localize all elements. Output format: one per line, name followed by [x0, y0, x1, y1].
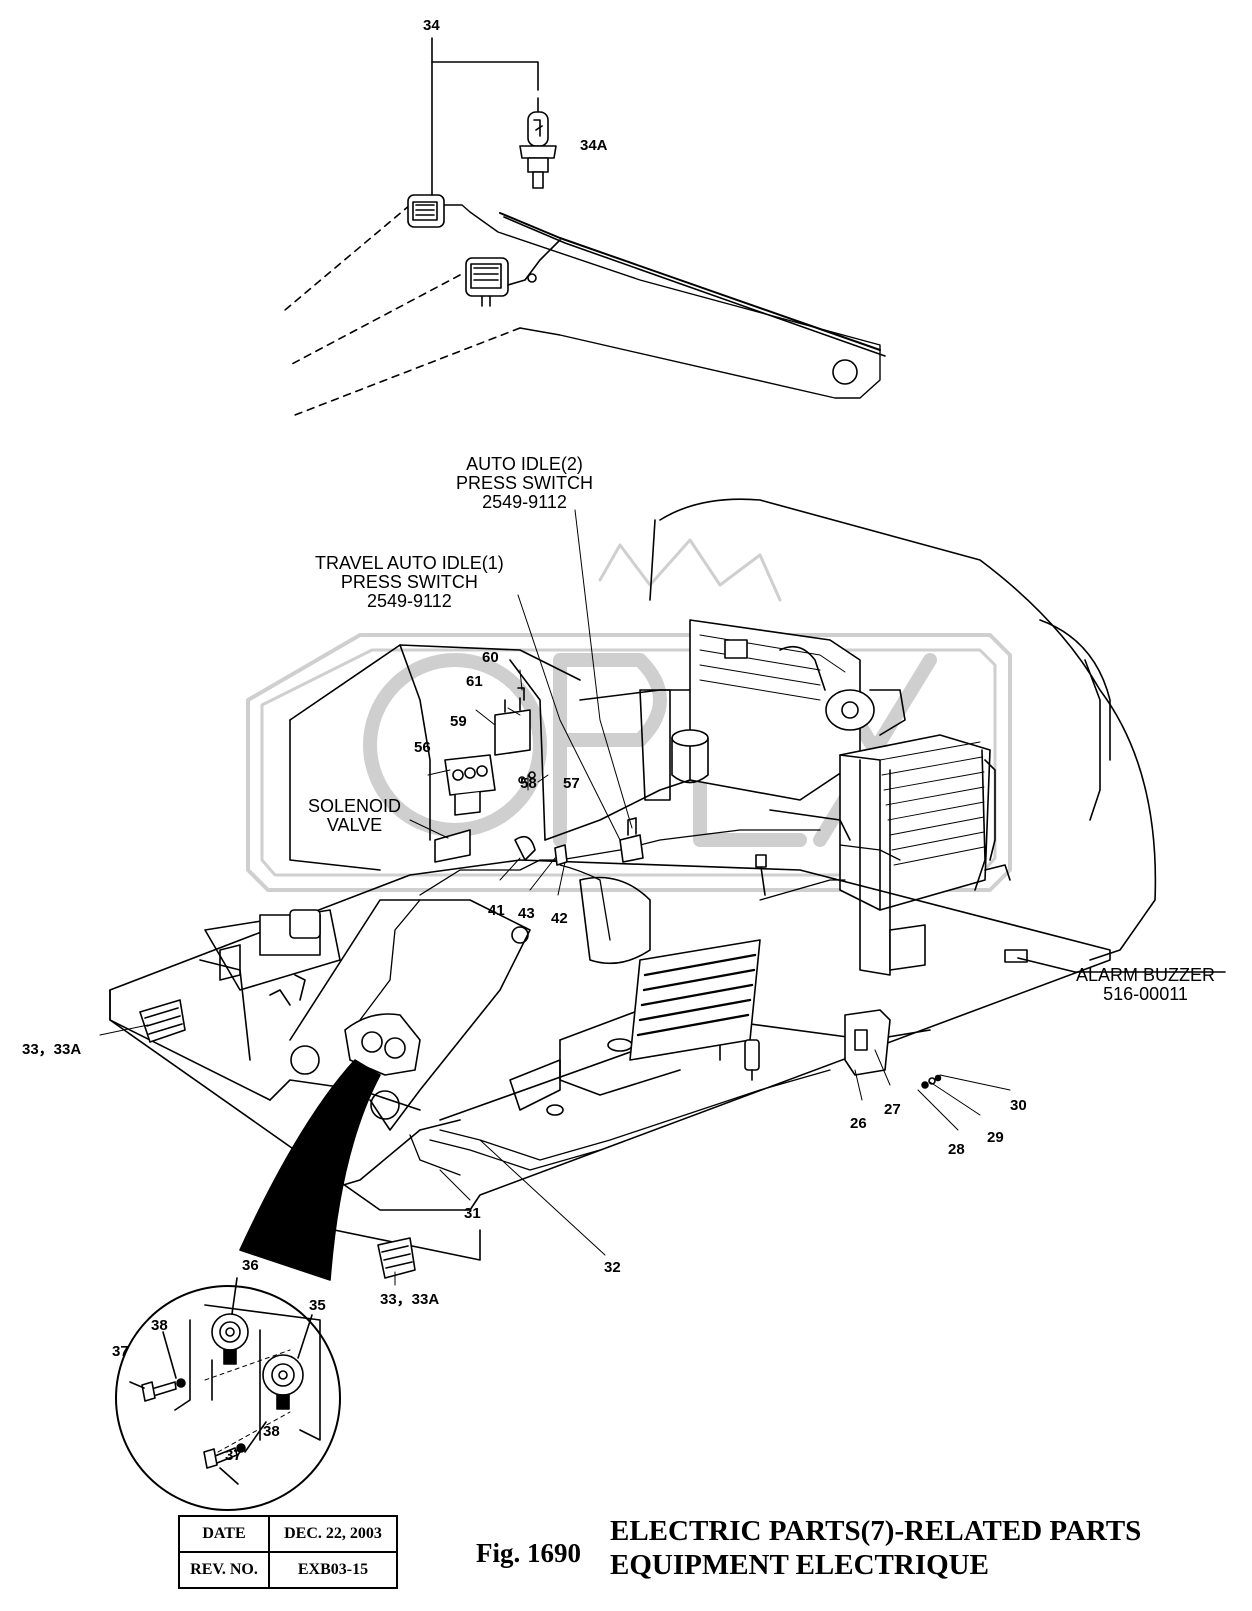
- label-line: 516-00011: [1103, 984, 1188, 1004]
- label-alarm-buzzer: ALARM BUZZER 516-00011: [1076, 966, 1215, 1004]
- callout-38-top: 38: [151, 1317, 168, 1334]
- label-line: 2549-9112: [366, 591, 452, 611]
- horn-icon: [262, 1354, 304, 1410]
- callout-57: 57: [563, 775, 580, 792]
- callout-36: 36: [242, 1257, 259, 1274]
- label-line: 2549-9112: [482, 492, 567, 512]
- leader-lines: [99, 509, 1011, 1286]
- solenoid-valve-block: [444, 754, 496, 816]
- callout-59: 59: [450, 713, 467, 730]
- callout-60: 60: [482, 649, 499, 666]
- callout-35: 35: [309, 1297, 326, 1314]
- washer-icon: [236, 1443, 246, 1453]
- callout-37-bottom: 37: [225, 1447, 242, 1464]
- main-frame: [109, 859, 1226, 1279]
- hardware-icons: [921, 1074, 942, 1089]
- label-line: SOLENOID: [308, 796, 402, 816]
- tail-lamp-icon: [139, 999, 186, 1043]
- rev-value: EXB03-15: [268, 1551, 398, 1589]
- press-switch-icon: [619, 817, 644, 863]
- horn-icon: [211, 1313, 249, 1365]
- callout-37-top: 37: [112, 1343, 129, 1360]
- callout-61: 61: [466, 673, 483, 690]
- callout-29: 29: [987, 1129, 1004, 1146]
- boom-assembly: [284, 37, 886, 416]
- work-light-icon: [465, 239, 561, 307]
- halogen-bulb-icon: [519, 97, 557, 189]
- bolt-icon: [141, 1381, 177, 1402]
- callout-30: 30: [1010, 1097, 1027, 1114]
- label-line: VALVE: [326, 815, 383, 835]
- figure-number: Fig. 1690: [476, 1538, 581, 1568]
- press-switch-icon: [554, 844, 568, 866]
- callout-56: 56: [414, 739, 431, 756]
- label-line: TRAVEL AUTO IDLE(1): [315, 553, 504, 573]
- label-line: PRESS SWITCH: [456, 473, 594, 493]
- callout-42: 42: [551, 910, 568, 927]
- callout-31: 31: [464, 1205, 481, 1222]
- callout-33-left: 33，33A: [22, 1041, 82, 1058]
- title-french: EQUIPMENT ELECTRIQUE: [610, 1549, 989, 1581]
- callout-34: 34: [423, 17, 440, 34]
- label-solenoid-valve: SOLENOID VALVE: [308, 797, 401, 835]
- step-grille: [629, 939, 761, 1061]
- date-label: DATE: [178, 1515, 270, 1553]
- upper-structure: [289, 498, 1157, 976]
- callout-34a: 34A: [580, 137, 608, 154]
- wiring-harness: [359, 829, 901, 1176]
- label-line: ALARM BUZZER: [1076, 965, 1216, 985]
- callout-33-bottom: 33，33A: [380, 1291, 440, 1308]
- work-light-icon: [407, 194, 445, 228]
- horn-detail-callout: [115, 1059, 381, 1511]
- callout-58: 58: [520, 775, 537, 792]
- rev-label: REV. NO.: [178, 1551, 270, 1589]
- radiator: [839, 734, 1011, 976]
- label-auto-idle-press-switch: AUTO IDLE(2) PRESS SWITCH 2549-9112: [456, 455, 593, 512]
- controller-group: [434, 687, 644, 866]
- label-travel-auto-idle-press-switch: TRAVEL AUTO IDLE(1) PRESS SWITCH 2549-91…: [315, 554, 504, 611]
- title-english: ELECTRIC PARTS(7)-RELATED PARTS: [610, 1515, 1142, 1547]
- label-line: PRESS SWITCH: [340, 572, 478, 592]
- callout-27: 27: [884, 1101, 901, 1118]
- callout-43: 43: [518, 905, 535, 922]
- bolt-icon: [203, 1447, 238, 1469]
- label-line: AUTO IDLE(2): [466, 454, 583, 474]
- tail-lamp-icon: [377, 1237, 416, 1279]
- figure-title: ELECTRIC PARTS(7)-RELATED PARTS EQUIPMEN…: [610, 1514, 1141, 1582]
- washer-icon: [176, 1378, 186, 1388]
- callout-32: 32: [604, 1259, 621, 1276]
- callout-41: 41: [488, 902, 505, 919]
- callout-38-bottom: 38: [263, 1423, 280, 1440]
- revision-table: DATE DEC. 22, 2003 REV. NO. EXB03-15: [178, 1515, 398, 1589]
- callout-26: 26: [850, 1115, 867, 1132]
- date-value: DEC. 22, 2003: [268, 1515, 398, 1553]
- callout-28: 28: [948, 1141, 965, 1158]
